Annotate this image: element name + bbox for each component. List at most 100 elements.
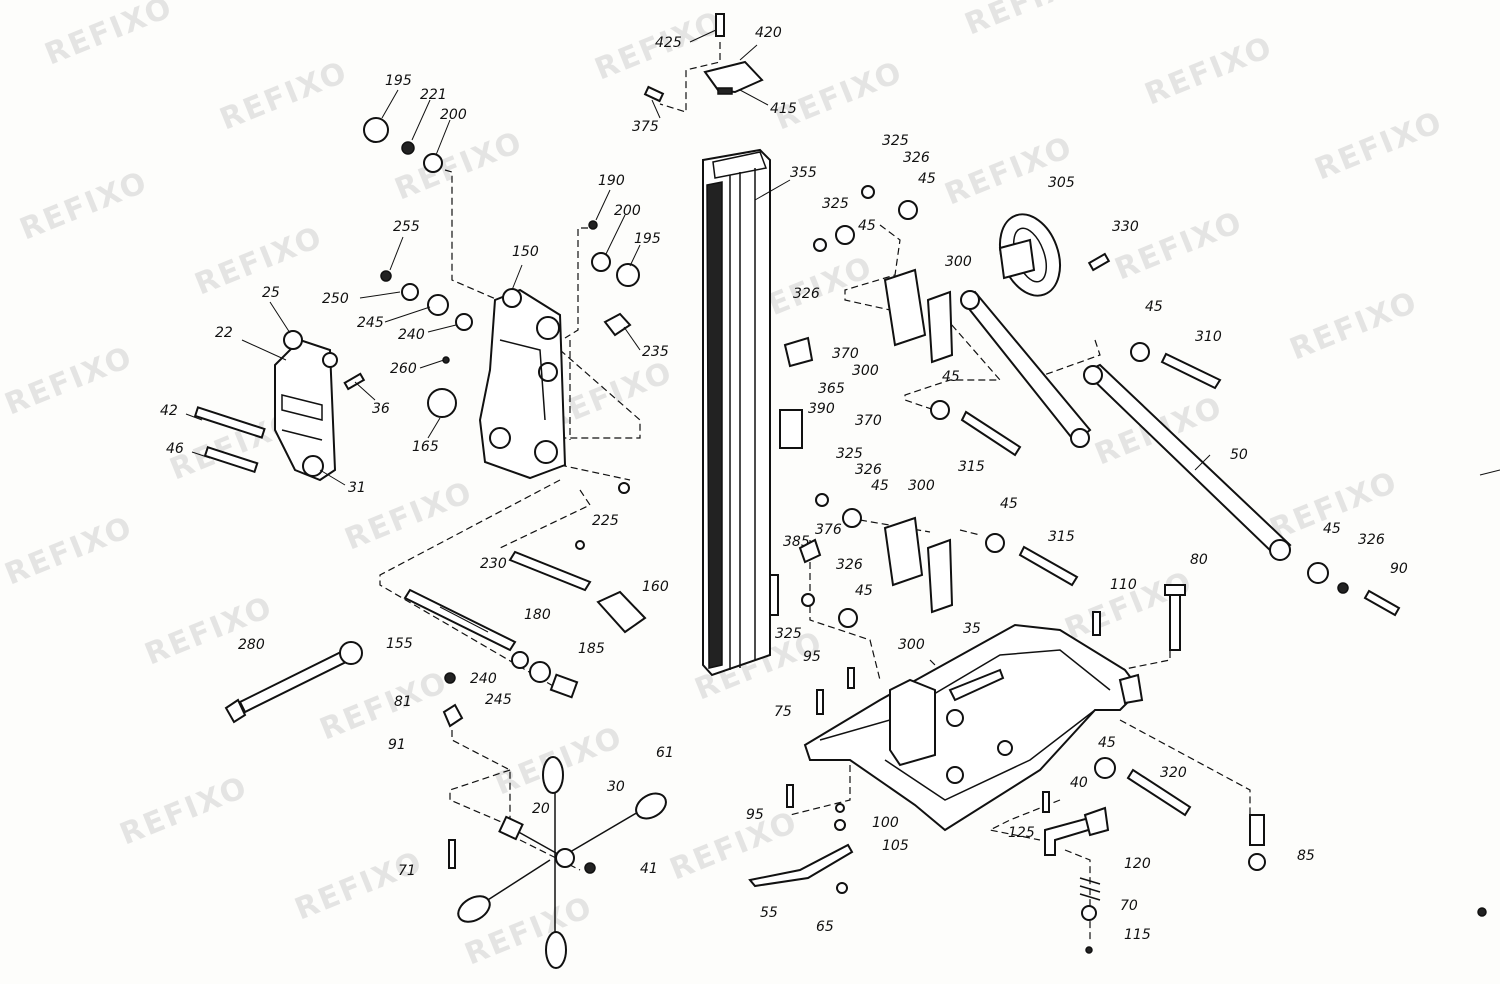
part-label: 36 <box>372 401 390 417</box>
part-label: 300 <box>908 478 935 494</box>
part-label: 370 <box>832 346 859 362</box>
part-label: 45 <box>942 369 960 385</box>
part-label: 90 <box>1390 561 1408 577</box>
part-label: 315 <box>958 459 985 475</box>
part-label: 325 <box>882 133 909 149</box>
part-label: 245 <box>485 692 512 708</box>
part-label: 105 <box>882 838 909 854</box>
part-label: 365 <box>818 381 845 397</box>
bracket-150 <box>478 288 567 480</box>
part-label: 45 <box>858 218 876 234</box>
part-label: 150 <box>512 244 539 260</box>
part-label: 420 <box>755 25 782 41</box>
part-label: 165 <box>412 439 439 455</box>
part-label: 326 <box>855 462 882 478</box>
bolts-right <box>930 342 1401 871</box>
part-label: 20 <box>532 801 550 817</box>
part-label: 315 <box>1048 529 1075 545</box>
part-label: 110 <box>1110 577 1137 593</box>
part-label: 22 <box>215 325 233 341</box>
part-label: 95 <box>803 649 821 665</box>
top-cap-parts <box>643 13 764 103</box>
part-label: 155 <box>386 636 413 652</box>
part-label: 115 <box>1124 927 1151 943</box>
part-label: 46 <box>166 441 184 457</box>
part-label: 91 <box>388 737 406 753</box>
part-label: 326 <box>903 150 930 166</box>
part-label: 230 <box>480 556 507 572</box>
pin-46 <box>203 445 259 474</box>
part-label: 280 <box>238 637 265 653</box>
part-label: 326 <box>1358 532 1385 548</box>
part-label: 45 <box>871 478 889 494</box>
part-label: 25 <box>262 285 280 301</box>
part-label: 385 <box>783 534 810 550</box>
part-label: 300 <box>898 637 925 653</box>
part-label: 325 <box>775 626 802 642</box>
part-label: 45 <box>855 583 873 599</box>
part-label: 55 <box>760 905 778 921</box>
part-label: 45 <box>1098 735 1116 751</box>
part-label: 95 <box>746 807 764 823</box>
part-label: 355 <box>790 165 817 181</box>
part-label: 425 <box>655 35 682 51</box>
part-label: 85 <box>1297 848 1315 864</box>
part-label: 185 <box>578 641 605 657</box>
part-label: 80 <box>1190 552 1208 568</box>
part-label: 45 <box>918 171 936 187</box>
part-label: 320 <box>1160 765 1187 781</box>
part-label: 240 <box>398 327 425 343</box>
part-label: 31 <box>348 480 366 496</box>
part-label: 305 <box>1048 175 1075 191</box>
part-label: 255 <box>393 219 420 235</box>
part-label: 325 <box>822 196 849 212</box>
part-label: 42 <box>160 403 178 419</box>
part-label: 370 <box>855 413 882 429</box>
lower-parts <box>748 784 1487 954</box>
part-label: 245 <box>357 315 384 331</box>
part-label: 376 <box>815 522 842 538</box>
part-label: 61 <box>656 745 674 761</box>
slide-blocks <box>779 185 954 628</box>
part-label: 195 <box>385 73 412 89</box>
part-label: 100 <box>872 815 899 831</box>
base-35 <box>803 623 1144 832</box>
handwheel-305 <box>998 213 1111 297</box>
part-label: 160 <box>642 579 669 595</box>
part-label: 45 <box>1323 521 1341 537</box>
part-label: 65 <box>816 919 834 935</box>
part-label: 200 <box>440 107 467 123</box>
part-label: 326 <box>793 286 820 302</box>
wrench-280 <box>224 641 363 724</box>
part-label: 310 <box>1195 329 1222 345</box>
part-label: 240 <box>470 671 497 687</box>
part-label: 120 <box>1124 856 1151 872</box>
part-label: 221 <box>420 87 447 103</box>
part-label: 70 <box>1120 898 1138 914</box>
shafts <box>403 540 647 699</box>
part-label: 326 <box>836 557 863 573</box>
part-label: 330 <box>1112 219 1139 235</box>
pin-42 <box>193 406 266 439</box>
part-label: 30 <box>607 779 625 795</box>
part-label: 300 <box>945 254 972 270</box>
part-label: 180 <box>524 607 551 623</box>
part-label: 375 <box>632 119 659 135</box>
part-label: 40 <box>1070 775 1088 791</box>
part-label: 75 <box>774 704 792 720</box>
part-label: 71 <box>398 863 416 879</box>
part-label: 45 <box>1000 496 1018 512</box>
part-label: 225 <box>592 513 619 529</box>
capstan-handle <box>442 672 667 969</box>
part-label: 300 <box>852 363 879 379</box>
part-label: 125 <box>1008 825 1035 841</box>
part-label: 200 <box>614 203 641 219</box>
part-label: 190 <box>598 173 625 189</box>
part-label: 260 <box>390 361 417 377</box>
small-parts-left <box>343 117 640 494</box>
part-label: 415 <box>770 101 797 117</box>
link-arms <box>960 290 1292 561</box>
part-label: 325 <box>836 446 863 462</box>
